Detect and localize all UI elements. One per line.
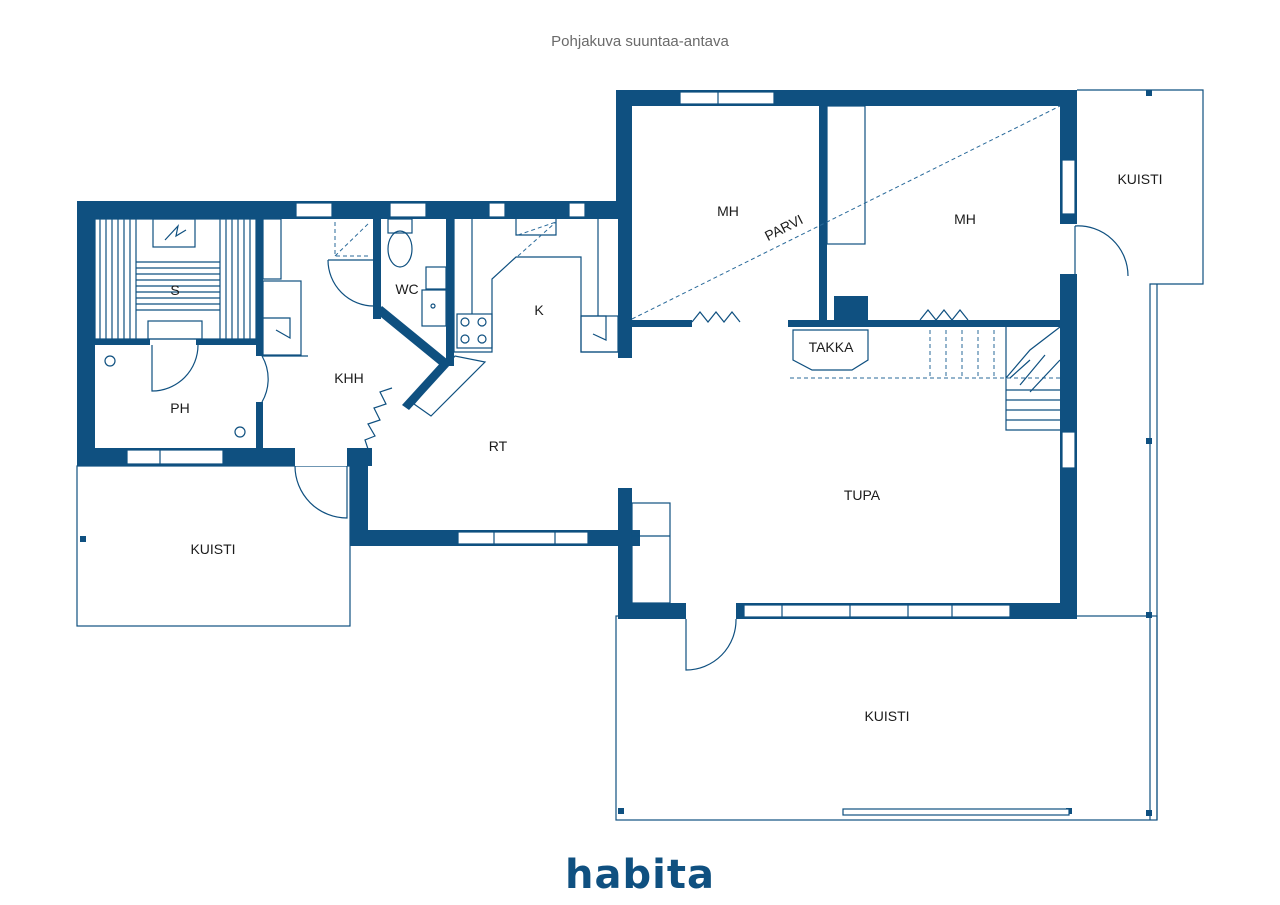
fixtures — [94, 105, 1061, 604]
room-label-mh-right: MH — [954, 211, 976, 227]
room-label-mh-left: MH — [717, 203, 739, 219]
windows — [126, 91, 1076, 618]
doors — [150, 224, 1129, 671]
room-label-kuisti-left: KUISTI — [190, 541, 235, 557]
habita-logo: habita — [565, 852, 715, 898]
plan-caption: Pohjakuva suuntaa-antava — [551, 33, 729, 50]
room-label-kuisti-bottom: KUISTI — [864, 708, 909, 724]
room-label-k: K — [534, 302, 544, 318]
room-label-parvi: PARVI — [762, 211, 806, 244]
room-labels: S PH KHH WC K RT MH PARVI MH KUISTI TAKK… — [170, 171, 1162, 724]
room-label-kuisti-right: KUISTI — [1117, 171, 1162, 187]
room-label-tupa: TUPA — [844, 487, 881, 503]
room-label-rt: RT — [489, 438, 508, 454]
room-label-ph: PH — [170, 400, 189, 416]
room-label-wc: WC — [395, 281, 418, 297]
room-label-khh: KHH — [334, 370, 364, 386]
room-label-takka: TAKKA — [809, 339, 855, 355]
room-label-s: S — [170, 282, 179, 298]
